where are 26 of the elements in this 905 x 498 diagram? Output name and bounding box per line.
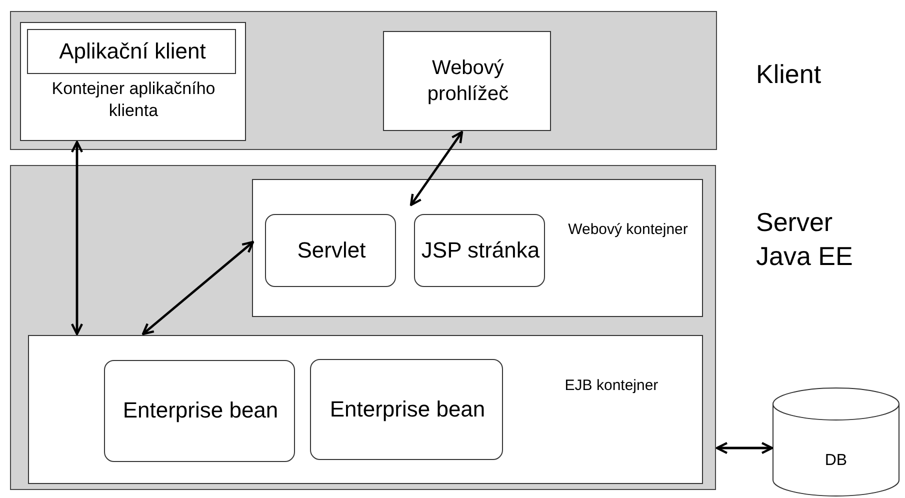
container-label: Webový kontejner bbox=[567, 220, 689, 240]
node-label: JSP stránka bbox=[420, 236, 541, 264]
component-box bbox=[383, 31, 551, 131]
node-label: DB bbox=[824, 450, 848, 471]
container-box bbox=[28, 335, 703, 484]
component-box bbox=[104, 360, 295, 462]
component-box bbox=[414, 214, 545, 287]
double-arrow bbox=[410, 130, 464, 206]
double-arrow bbox=[716, 442, 774, 454]
double-arrow bbox=[142, 240, 254, 336]
node-label: Webový prohlížeč bbox=[426, 56, 510, 107]
tier-label: Klient bbox=[756, 58, 822, 91]
component-box bbox=[27, 29, 236, 74]
database-cylinder bbox=[772, 387, 900, 497]
node-label: Servlet bbox=[296, 236, 367, 264]
container-label: EJB kontejner bbox=[564, 376, 660, 396]
container-box bbox=[20, 22, 246, 141]
node-label: Aplikační klient bbox=[58, 37, 207, 66]
double-arrow bbox=[70, 140, 84, 336]
node-label: Enterprise bean bbox=[122, 396, 280, 425]
container-box bbox=[252, 179, 703, 317]
component-box bbox=[310, 359, 503, 460]
tier-label: Server Java EE bbox=[756, 206, 854, 273]
node-label: Enterprise bean bbox=[328, 395, 486, 424]
component-box bbox=[265, 214, 396, 287]
container-label: Kontejner aplikačního klienta bbox=[50, 78, 216, 122]
